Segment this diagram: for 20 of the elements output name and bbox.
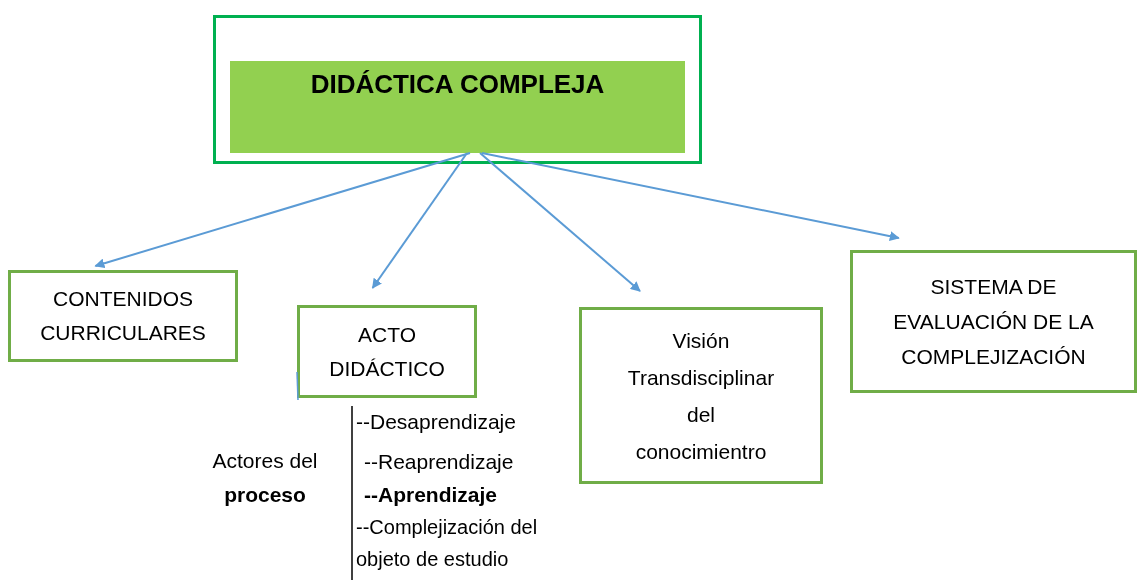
list-text: --Aprendizaje: [364, 482, 497, 508]
list-text: --Desaprendizaje: [356, 409, 516, 435]
arrow: [479, 152, 641, 292]
arrow: [481, 152, 900, 242]
list-text: Actores del proceso: [211, 448, 319, 508]
concept-box: [850, 250, 1137, 393]
node-text: ACTO DIDÁCTICO: [328, 321, 446, 382]
node-text: CONTENIDOS CURRICULARES: [39, 286, 207, 346]
node-text: Visión Transdisciplinar del conocimientro: [626, 327, 776, 465]
node-text: SISTEMA DE EVALUACIÓN DE LA COMPLEJIZACIÓN: [892, 274, 1095, 370]
arrow: [371, 152, 468, 289]
frame-box: [213, 15, 702, 164]
list-text: --Complejización del objeto de estudio: [356, 515, 539, 572]
concept-box: [579, 307, 823, 484]
node-text: DIDÁCTICA COMPLEJA: [310, 68, 605, 101]
list-text: --Reaprendizaje: [364, 449, 514, 475]
concept-box: [8, 270, 238, 362]
arrow: [94, 152, 471, 269]
concept-box: [297, 305, 477, 398]
concept-box: [230, 61, 685, 153]
